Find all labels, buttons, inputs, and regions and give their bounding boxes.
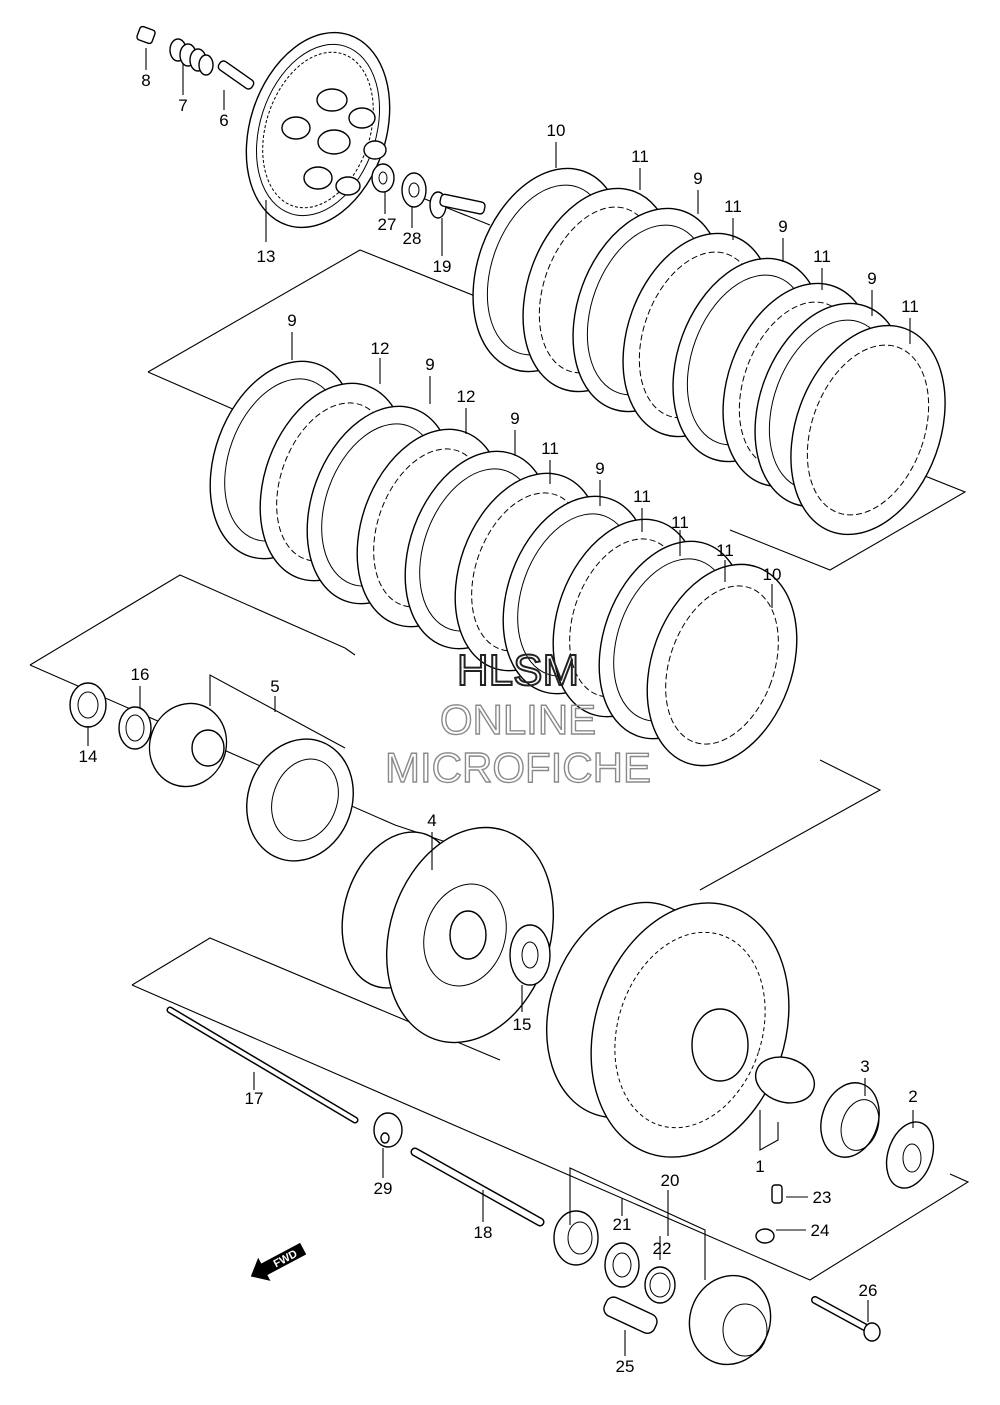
part-label: 21 (613, 1215, 632, 1234)
part-label: 11 (541, 439, 559, 458)
part-label: 25 (616, 1357, 635, 1376)
part-label: 9 (595, 459, 604, 478)
part-label: 1 (755, 1157, 764, 1176)
fwd-label: FWD (272, 1248, 300, 1270)
part-label: 12 (457, 387, 476, 406)
spring-bolt-set (136, 25, 255, 90)
clutch-housing (545, 901, 816, 1158)
part-label: 11 (716, 541, 734, 560)
part-label: 9 (287, 311, 296, 330)
part-label: 11 (813, 247, 831, 266)
part-label: 23 (813, 1188, 832, 1207)
push-rods (166, 1006, 545, 1227)
leader-lines (87, 48, 914, 1356)
oil-seal-and-housing (69, 682, 354, 862)
part-label: 20 (661, 1171, 680, 1190)
pressure-plate (245, 31, 391, 229)
part-label: 10 (547, 121, 566, 140)
part-label: 18 (474, 1223, 493, 1242)
part-label: 19 (433, 257, 452, 276)
part-label: 5 (270, 677, 279, 696)
fwd-arrow-icon: FWD (250, 1242, 307, 1281)
part-label: 8 (141, 71, 150, 90)
part-label: 26 (859, 1281, 878, 1300)
part-label: 24 (811, 1221, 830, 1240)
part-label: 3 (860, 1057, 869, 1076)
needle-bearing-and-washer (820, 1082, 935, 1189)
part-label: 11 (671, 513, 689, 532)
part-label: 6 (219, 111, 228, 130)
part-labels: 1 2 3 4 5 6 7 8 9 9 9 9 9 9 9 10 10 11 1… (79, 71, 919, 1376)
watermark-line-2: ONLINE (440, 696, 596, 743)
part-label: 9 (510, 409, 519, 428)
part-label: 4 (427, 811, 436, 830)
part-label: 11 (631, 147, 649, 166)
part-label: 14 (79, 747, 98, 766)
part-label: 9 (778, 217, 787, 236)
middle-plate-stack (209, 360, 798, 767)
part-label: 9 (425, 355, 434, 374)
part-label: 7 (178, 96, 187, 115)
part-label: 15 (513, 1015, 532, 1034)
part-label: 11 (633, 487, 651, 506)
part-label: 11 (901, 297, 919, 316)
part-label: 12 (371, 339, 390, 358)
part-label: 9 (693, 169, 702, 188)
part-label: 10 (763, 565, 782, 584)
upper-plate-stack (472, 167, 946, 536)
part-label: 29 (374, 1179, 393, 1198)
part-label: 16 (131, 665, 150, 684)
release-bearing-set (371, 163, 486, 219)
clutch-hub (341, 826, 555, 1044)
part-label: 11 (724, 197, 742, 216)
part-label: 13 (257, 247, 276, 266)
watermark-line-1: HLSM (457, 646, 579, 695)
release-cylinder-set (553, 1184, 881, 1366)
part-label: 22 (653, 1239, 672, 1258)
part-label: 28 (403, 229, 422, 248)
part-label: 17 (245, 1089, 264, 1108)
watermark-line-3: MICROFICHE (385, 744, 651, 791)
section-frames (29, 194, 970, 1281)
part-label: 2 (908, 1087, 917, 1106)
watermark: HLSM ONLINE MICROFICHE (384, 645, 651, 792)
part-label: 27 (378, 215, 397, 234)
part-label: 9 (867, 269, 876, 288)
